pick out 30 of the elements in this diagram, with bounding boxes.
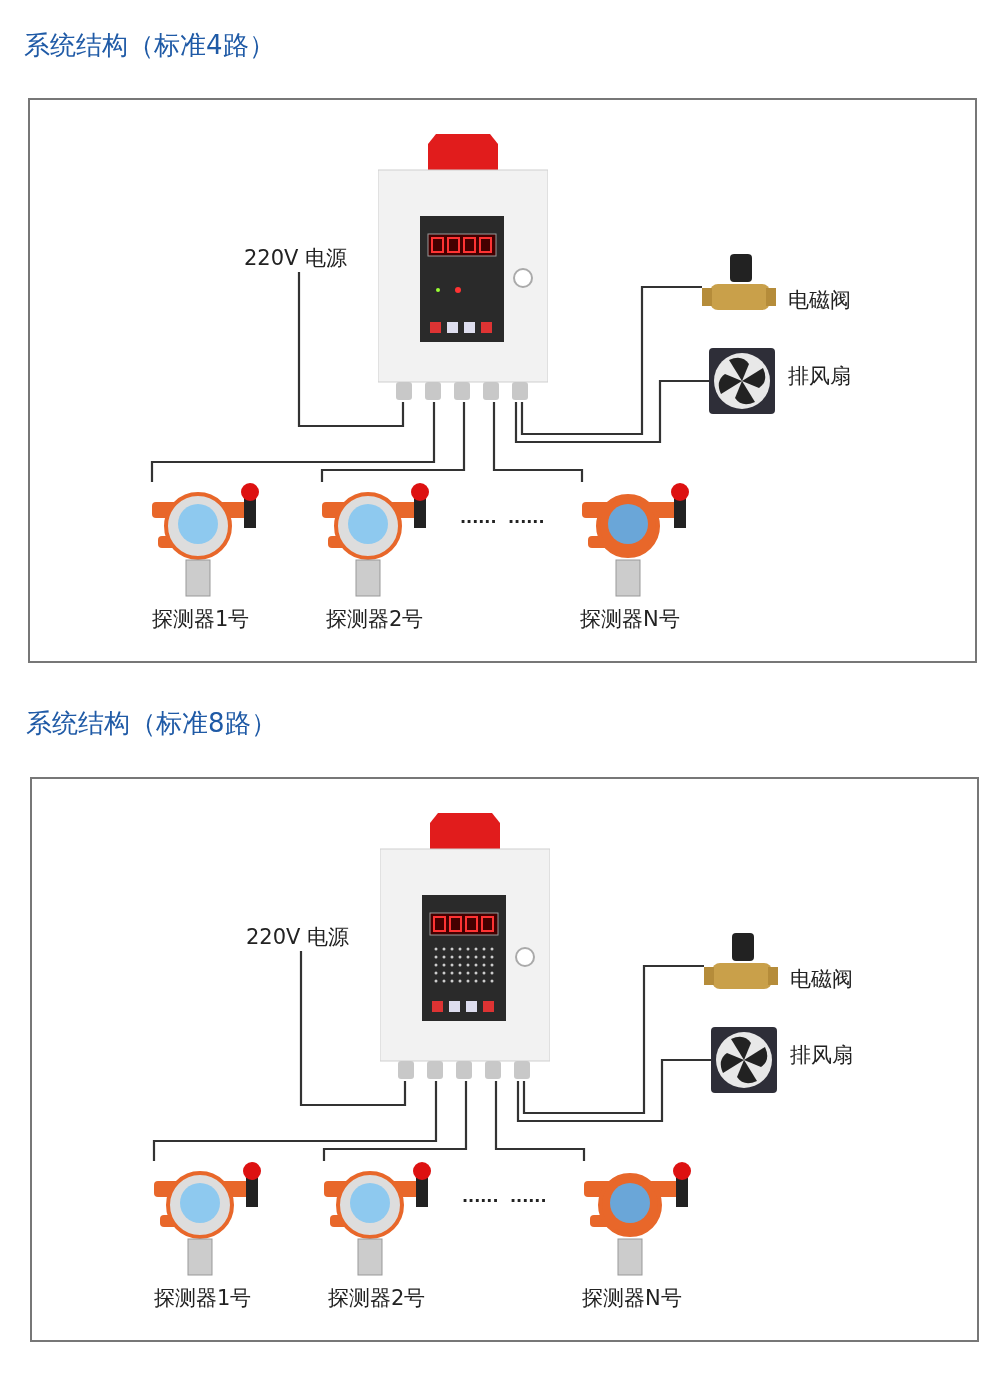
device-label: 电磁阀 bbox=[790, 966, 853, 993]
device-label: 探测器2号 bbox=[328, 1285, 426, 1312]
wire bbox=[516, 1058, 711, 1123]
wire bbox=[320, 402, 466, 482]
wire bbox=[297, 272, 405, 428]
device-label: 探测器N号 bbox=[580, 606, 680, 633]
power-label: 220V 电源 bbox=[244, 246, 348, 270]
ellipsis-text: ...... bbox=[462, 1187, 499, 1206]
section-title: 系统结构（标准8路） bbox=[26, 707, 277, 740]
device-label: 探测器1号 bbox=[152, 606, 250, 633]
device-label: 电磁阀 bbox=[788, 287, 851, 314]
device-label: 排风扇 bbox=[790, 1042, 853, 1069]
wire bbox=[150, 402, 436, 482]
wire bbox=[492, 402, 584, 482]
wire bbox=[514, 379, 709, 444]
wire bbox=[322, 1081, 468, 1161]
device-label: 探测器2号 bbox=[326, 606, 424, 633]
device-label: 探测器1号 bbox=[154, 1285, 252, 1312]
wire bbox=[494, 1081, 586, 1161]
device-label: 排风扇 bbox=[788, 363, 851, 390]
wire bbox=[520, 285, 702, 436]
wire bbox=[299, 951, 407, 1107]
ellipsis-text: ...... bbox=[460, 508, 497, 527]
wire bbox=[152, 1081, 438, 1161]
wire bbox=[522, 964, 704, 1115]
section-title: 系统结构（标准4路） bbox=[24, 29, 275, 62]
power-label: 220V 电源 bbox=[246, 925, 350, 949]
ellipsis-text: ...... bbox=[510, 1187, 547, 1206]
ellipsis-text: ...... bbox=[508, 508, 545, 527]
device-label: 探测器N号 bbox=[582, 1285, 682, 1312]
